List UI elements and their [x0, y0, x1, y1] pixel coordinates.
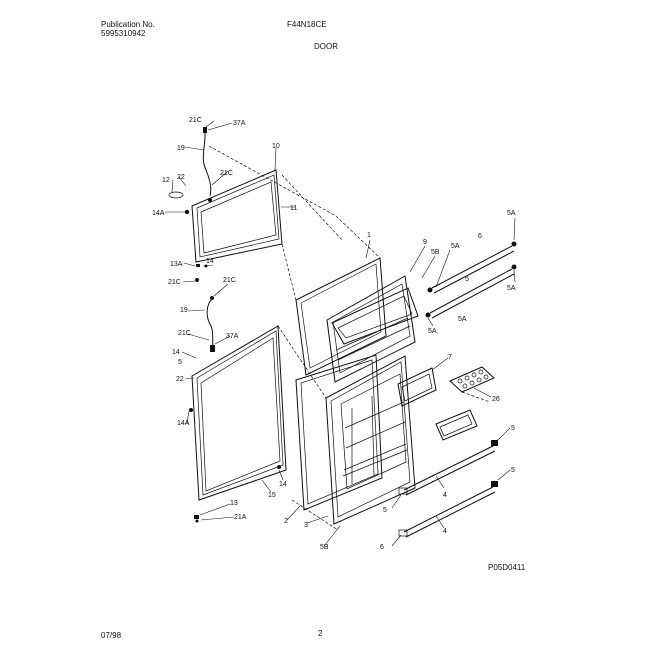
footer-date: 07/98: [101, 631, 122, 640]
fresh-food-door-panel-2: [295, 354, 383, 511]
callout: 14A: [152, 210, 165, 217]
section-title: DOOR: [314, 42, 338, 51]
publication-number: 5995310942: [101, 29, 146, 38]
callout: 21C: [168, 279, 181, 286]
callout: 21C: [223, 277, 236, 284]
callout: 22: [177, 174, 185, 181]
callout: 14: [279, 481, 287, 488]
callout: 3: [304, 522, 308, 529]
callout: 22: [176, 376, 184, 383]
callout: 13: [230, 500, 238, 507]
callout: 6: [380, 544, 384, 551]
freezer-door-panel-1: [295, 257, 387, 376]
callout: 5: [511, 425, 515, 432]
door-bars-4: [398, 440, 498, 538]
callout-labels: 21C 37A 19 10 22 21C 12 14A 11 13A 14 21…: [152, 117, 516, 551]
callout: 26: [492, 396, 500, 403]
callout: 6: [478, 233, 482, 240]
callout: 5B: [431, 249, 440, 256]
callout: 5: [178, 359, 182, 366]
callout: 21A: [234, 514, 247, 521]
callout: 15: [268, 492, 276, 499]
callout: 14A: [177, 420, 190, 427]
callout: 7: [448, 354, 452, 361]
callout: 13A: [170, 261, 183, 268]
shelf-rails-6: [425, 241, 517, 319]
freezer-door-gasket-11: [191, 169, 283, 263]
callout: 5A: [507, 210, 516, 217]
callout: 2: [284, 518, 288, 525]
callout: 5A: [458, 316, 467, 323]
callout: 5A: [428, 328, 437, 335]
callout: 12: [162, 177, 170, 184]
callout: 10: [272, 143, 280, 150]
fresh-food-door-hinge-pin-19: [189, 296, 281, 523]
callout: 19: [180, 307, 188, 314]
fresh-food-door-gasket-15: [191, 325, 287, 501]
callout: 5: [511, 467, 515, 474]
dairy-bin: [435, 409, 478, 441]
page-number: 2: [318, 629, 323, 638]
callout: 5: [383, 507, 387, 514]
callout: 19: [177, 145, 185, 152]
butter-compartment-door-7: [397, 367, 437, 407]
callout: 14: [172, 349, 180, 356]
freezer-door-liner-9: [326, 275, 419, 383]
callout: 5A: [507, 285, 516, 292]
freezer-door-hinge-pin-19: [168, 127, 212, 282]
callout: 11: [290, 205, 297, 212]
callout: 5B: [320, 544, 329, 551]
callout: 1: [367, 232, 371, 239]
callout: 4: [443, 528, 447, 535]
callout: 4: [443, 492, 447, 499]
callout: 5: [465, 276, 469, 283]
publication-label: Publication No.: [101, 20, 155, 29]
callout: 37A: [233, 120, 246, 127]
callout: 37A: [226, 333, 239, 340]
callout: 21C: [189, 117, 202, 124]
model-number: F44N18CE: [287, 20, 327, 29]
callout: 21C: [178, 330, 191, 337]
figure-code: P05D0411: [488, 563, 526, 572]
egg-tray-26: [449, 366, 495, 393]
callout: 5A: [451, 243, 460, 250]
callout: 21C: [220, 170, 233, 177]
fresh-food-door-liner-3: [325, 355, 416, 525]
callout: 9: [423, 239, 427, 246]
callout: 14: [206, 258, 214, 265]
